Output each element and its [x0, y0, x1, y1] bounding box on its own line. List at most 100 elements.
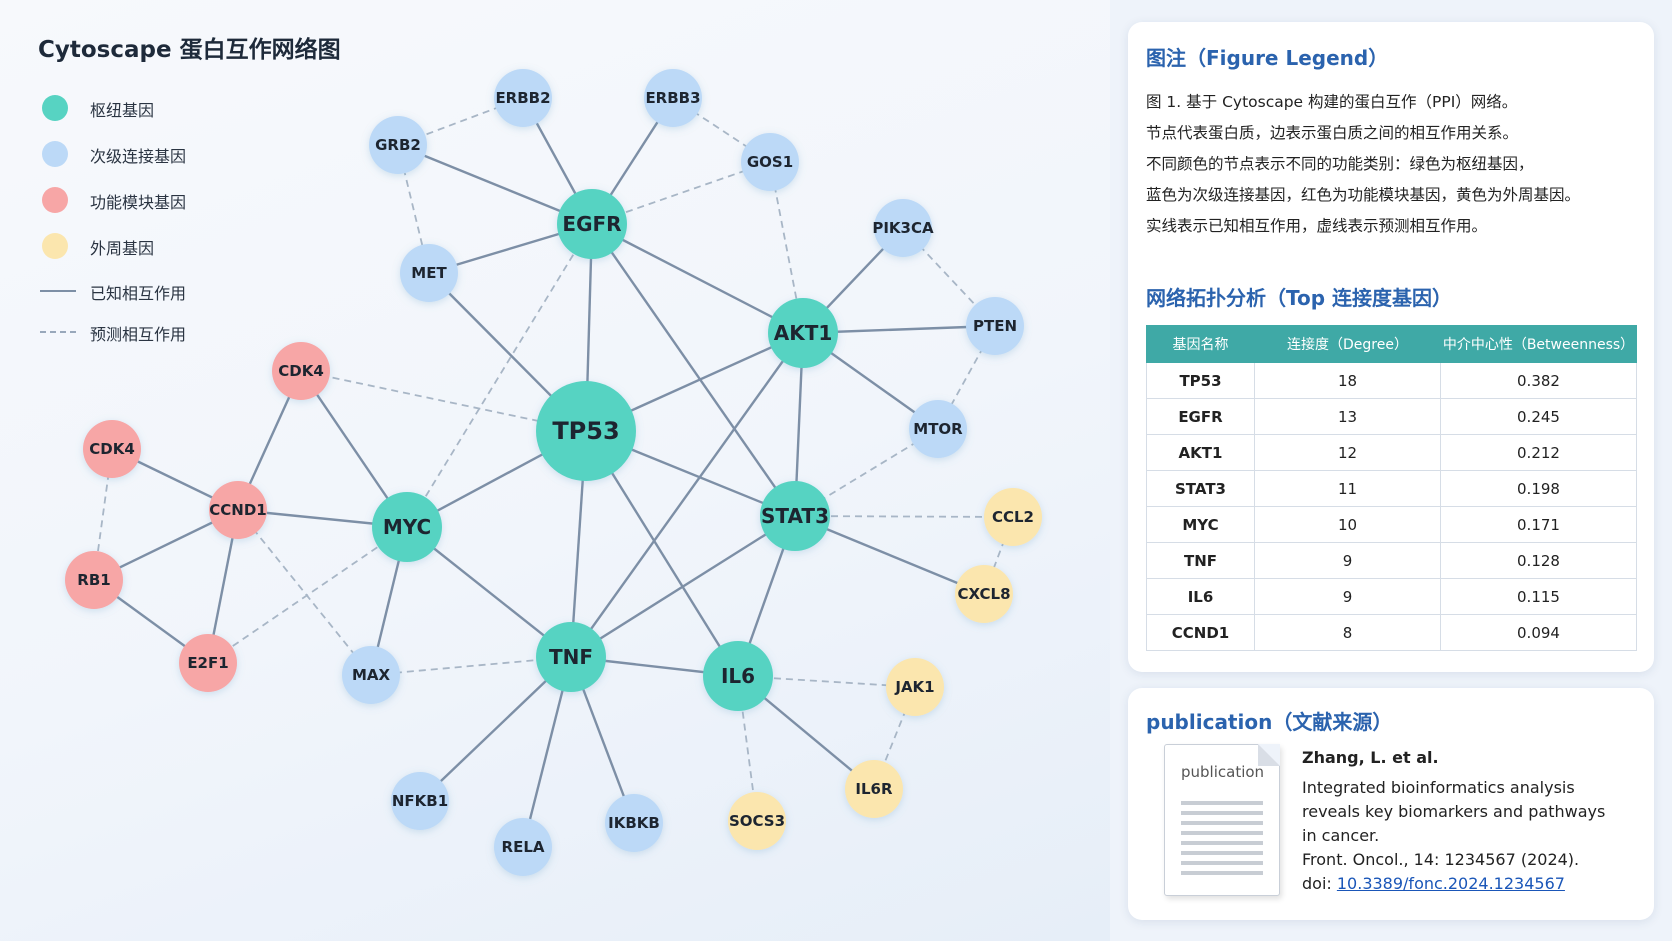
edge-stat3-tnf: [570, 514, 796, 659]
node-erbb2[interactable]: ERBB2: [494, 69, 552, 127]
legend-swatch-dot: [42, 233, 68, 259]
betweenness-cell: 0.212: [1440, 434, 1637, 471]
node-rb1[interactable]: RB1: [65, 551, 123, 609]
doi-prefix: doi:: [1302, 874, 1337, 893]
publication-authors: Zhang, L. et al.: [1302, 748, 1439, 767]
document-text-line: [1181, 801, 1263, 805]
table-header-row: 基因名称 连接度（Degree） 中介中心性（Betweenness）: [1146, 325, 1637, 363]
betweenness-cell: 0.382: [1440, 362, 1637, 399]
node-met[interactable]: MET: [400, 244, 458, 302]
node-label: PTEN: [973, 317, 1017, 335]
node-label: STAT3: [761, 504, 829, 528]
node-stat3[interactable]: STAT3: [760, 481, 830, 551]
figure-legend-line: 节点代表蛋白质，边表示蛋白质之间的相互作用关系。: [1146, 124, 1519, 142]
node-circle: [65, 551, 123, 609]
node-socs3[interactable]: SOCS3: [728, 792, 786, 850]
doi-link[interactable]: 10.3389/fonc.2024.1234567: [1336, 874, 1565, 893]
node-ikbkb[interactable]: IKBKB: [605, 794, 663, 852]
node-tnf[interactable]: TNF: [536, 622, 606, 692]
topology-table: 基因名称 连接度（Degree） 中介中心性（Betweenness） TP53…: [1146, 325, 1637, 651]
node-myc[interactable]: MYC: [372, 492, 442, 562]
betweenness-cell: 0.094: [1440, 614, 1637, 651]
column-header-degree: 连接度（Degree）: [1254, 325, 1441, 363]
document-icon: publication: [1164, 744, 1280, 896]
node-erbb3[interactable]: ERBB3: [644, 69, 702, 127]
legend-label: 次级连接基因: [90, 147, 187, 166]
figure-legend-line: 实线表示已知相互作用，虚线表示预测相互作用。: [1146, 217, 1488, 235]
node-circle: [494, 69, 552, 127]
node-circle: [391, 772, 449, 830]
node-circle: [728, 792, 786, 850]
node-circle: [966, 297, 1024, 355]
node-circle: [369, 116, 427, 174]
node-akt1[interactable]: AKT1: [768, 298, 838, 368]
node-jak1[interactable]: JAK1: [886, 658, 944, 716]
document-text-line: [1181, 871, 1263, 875]
node-label: MTOR: [913, 420, 963, 438]
document-text-line: [1181, 841, 1263, 845]
node-cdk4a[interactable]: CDK4: [272, 342, 330, 400]
node-label: NFKB1: [392, 792, 448, 810]
node-label: CDK4: [89, 440, 135, 458]
network-title: Cytoscape 蛋白互作网络图: [38, 37, 341, 63]
node-ccnd1[interactable]: CCND1: [209, 481, 267, 539]
node-il6[interactable]: IL6: [703, 641, 773, 711]
node-circle: [845, 760, 903, 818]
degree-cell: 10: [1254, 506, 1441, 543]
node-cxcl8[interactable]: CXCL8: [955, 565, 1013, 623]
betweenness-cell: 0.115: [1440, 578, 1637, 615]
node-pik3ca[interactable]: PIK3CA: [872, 199, 934, 257]
node-circle: [209, 481, 267, 539]
node-label: AKT1: [774, 321, 833, 345]
node-e2f1[interactable]: E2F1: [179, 634, 237, 692]
node-circle: [536, 381, 636, 481]
node-il6r[interactable]: IL6R: [845, 760, 903, 818]
gene-cell: MYC: [1146, 506, 1255, 543]
gene-cell: IL6: [1146, 578, 1255, 615]
edge-egfr-gos1: [591, 161, 771, 225]
publication-title-line: Integrated bioinformatics analysis: [1302, 778, 1575, 797]
figure-legend-line: 蓝色为次级连接基因，红色为功能模块基因，黄色为外周基因。: [1146, 186, 1581, 204]
legend-swatch-solid-line: [40, 290, 76, 292]
node-label: TNF: [549, 645, 593, 669]
node-label: PIK3CA: [872, 219, 934, 237]
legend-swatch-dashed-line: [40, 331, 76, 333]
node-pten[interactable]: PTEN: [966, 297, 1024, 355]
node-label: IL6R: [855, 780, 893, 798]
document-text-line: [1181, 851, 1263, 855]
node-circle: [644, 69, 702, 127]
node-ccl2[interactable]: CCL2: [984, 488, 1042, 546]
node-circle: [955, 565, 1013, 623]
node-label: ERBB3: [645, 89, 700, 107]
gene-cell: EGFR: [1146, 398, 1255, 435]
degree-cell: 18: [1254, 362, 1441, 399]
node-mtor[interactable]: MTOR: [909, 400, 967, 458]
document-text-line: [1181, 831, 1263, 835]
node-cdk4b[interactable]: CDK4: [83, 420, 141, 478]
node-label: RELA: [502, 838, 545, 856]
node-circle: [768, 298, 838, 368]
node-label: CXCL8: [957, 585, 1010, 603]
node-max[interactable]: MAX: [342, 646, 400, 704]
legend-label: 功能模块基因: [90, 193, 187, 212]
legend-label: 外周基因: [90, 239, 155, 258]
betweenness-cell: 0.128: [1440, 542, 1637, 579]
edge-stat3-ccl2: [794, 515, 1014, 518]
node-nfkb1[interactable]: NFKB1: [391, 772, 449, 830]
document-text-line: [1181, 811, 1263, 815]
document-label: publication: [1181, 763, 1265, 781]
publication-heading: publication（文献来源）: [1146, 710, 1393, 734]
node-tp53[interactable]: TP53: [536, 381, 636, 481]
node-rela[interactable]: RELA: [494, 818, 552, 876]
node-grb2[interactable]: GRB2: [369, 116, 427, 174]
node-gos1[interactable]: GOS1: [741, 133, 799, 191]
column-header-betweenness: 中介中心性（Betweenness）: [1440, 325, 1637, 363]
node-label: CCND1: [209, 501, 266, 519]
node-egfr[interactable]: EGFR: [557, 189, 627, 259]
legend-label: 预测相互作用: [90, 325, 187, 344]
